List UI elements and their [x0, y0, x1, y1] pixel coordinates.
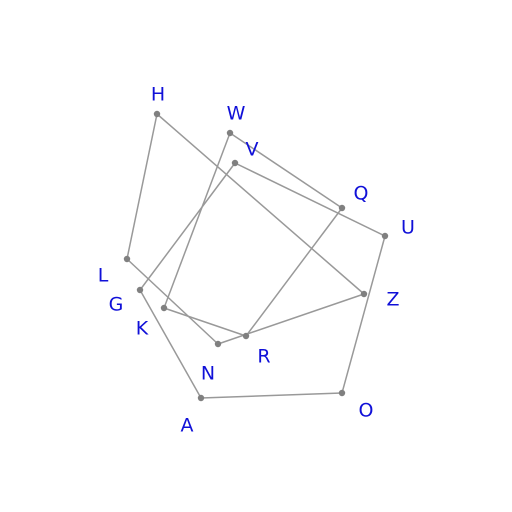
- node-o: [338, 389, 346, 397]
- node-g: [136, 286, 144, 294]
- node-v: [231, 159, 239, 167]
- node-label-v: V: [246, 139, 259, 161]
- node-q: [338, 204, 346, 212]
- node-label-q: Q: [354, 183, 369, 205]
- node-n: [214, 340, 222, 348]
- edge-v-g: [139, 162, 236, 291]
- node-label-l: L: [98, 265, 109, 287]
- edge-g-a: [139, 289, 202, 399]
- edge-k-r: [163, 307, 247, 337]
- node-label-n: N: [201, 363, 215, 385]
- node-r: [242, 332, 250, 340]
- edge-v-u: [234, 162, 386, 237]
- labels-layer: H WV Q U LG Z K R N A O: [98, 84, 415, 437]
- edge-w-k: [163, 132, 231, 309]
- node-label-w: W: [227, 103, 246, 125]
- edge-w-q: [229, 132, 343, 209]
- edges-layer: [126, 113, 386, 399]
- node-u: [381, 232, 389, 240]
- edge-l-n: [126, 258, 219, 345]
- node-label-u: U: [401, 217, 415, 239]
- node-a: [197, 394, 205, 402]
- edge-n-z: [217, 293, 365, 345]
- node-z: [360, 290, 368, 298]
- node-label-k: K: [136, 318, 149, 340]
- node-label-a: A: [181, 415, 194, 437]
- node-w: [226, 129, 234, 137]
- node-l: [123, 255, 131, 263]
- edge-h-z: [156, 113, 365, 295]
- node-label-r: R: [257, 346, 270, 368]
- node-h: [153, 110, 161, 118]
- edge-h-l: [126, 113, 158, 260]
- node-label-o: O: [359, 400, 374, 422]
- nodes-layer: [123, 110, 389, 402]
- edge-u-o: [341, 235, 386, 394]
- edge-a-o: [200, 392, 343, 399]
- node-label-h: H: [151, 84, 165, 106]
- node-label-g: G: [109, 294, 124, 316]
- edge-q-r: [245, 207, 343, 337]
- node-label-z: Z: [386, 289, 399, 311]
- node-k: [160, 304, 168, 312]
